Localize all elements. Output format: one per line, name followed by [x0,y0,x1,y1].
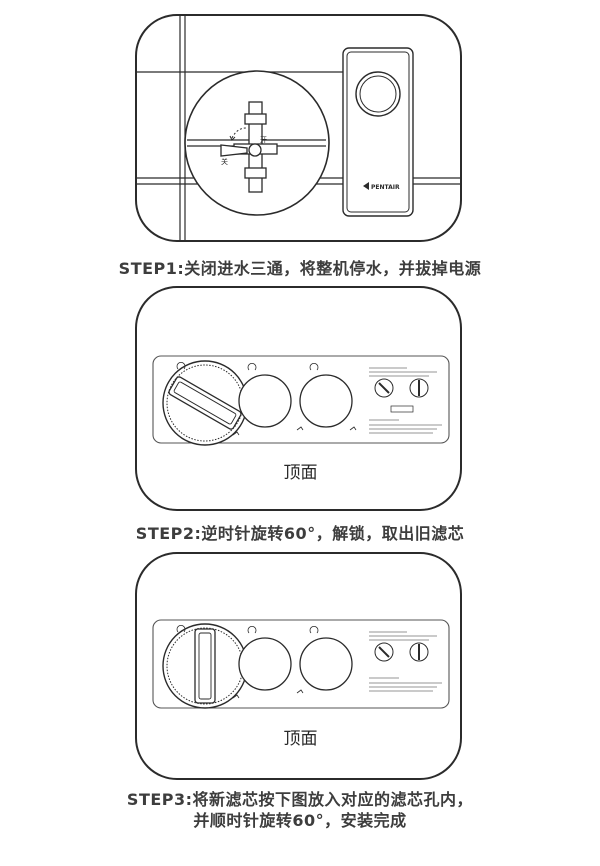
step1-panel: PENTAIR 开 关 [135,14,462,242]
filter-knob-locked [162,623,248,709]
step1-caption: STEP1:关闭进水三通，将整机停水，并拔掉电源 [118,259,482,278]
step2-face-label: 顶面 [283,463,318,483]
filter-slot-3 [299,374,353,428]
filter-slot-2 [238,637,292,691]
brand-name: PENTAIR [371,184,400,191]
step2-panel: 顶面 [135,286,462,511]
valve-handle-icon [220,144,248,157]
step3-face-label: 顶面 [283,729,318,749]
step3-caption-line2: 并顺时针旋转60°，安装完成 [193,811,407,830]
brand-logo-icon [363,182,369,190]
step3-top-face [152,619,450,709]
step3-caption-line1: STEP3:将新滤芯按下图放入对应的滤芯孔内， [126,790,474,809]
step2-caption: STEP2:逆时针旋转60°，解锁，取出旧滤芯 [135,524,465,543]
purifier-device [342,47,414,217]
step1-illustration: PENTAIR 开 关 [137,16,460,240]
filter-knob-rotated [162,360,248,446]
instruction-card [369,631,442,692]
valve-closed-label: 关 [221,157,228,166]
filter-slot-3 [299,637,353,691]
instruction-card [369,367,442,434]
step3-panel: 顶面 [135,552,462,780]
valve-open-label: 开 [260,136,267,144]
filter-slot-2 [238,374,292,428]
step2-top-face [152,355,450,446]
